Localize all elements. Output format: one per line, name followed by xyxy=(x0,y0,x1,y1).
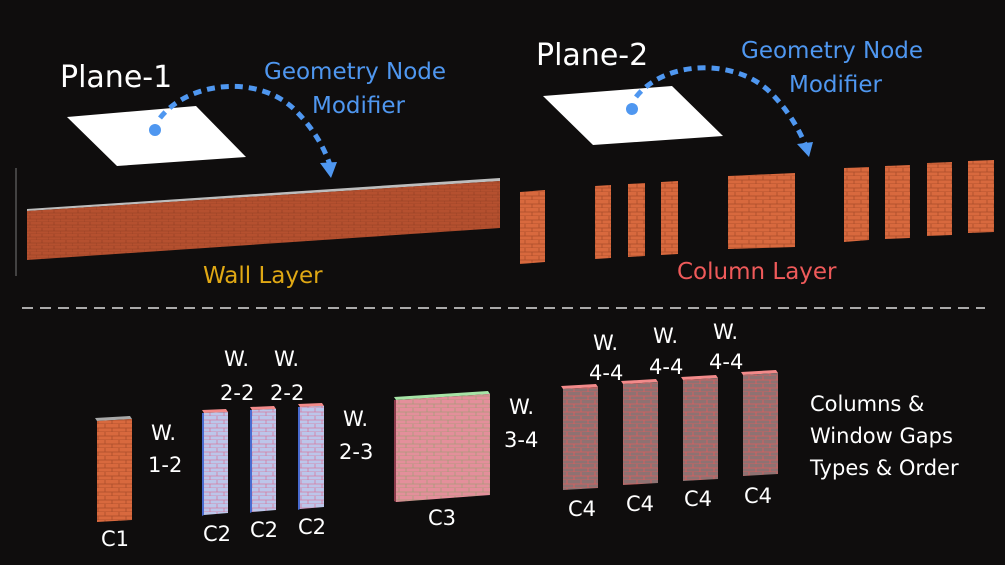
column-layer-piece xyxy=(628,183,645,257)
gap-3-4-line1: W. xyxy=(509,395,534,419)
column-label-c4-b: C4 xyxy=(626,492,654,516)
column-c4-shape xyxy=(683,378,718,481)
column-label-c2-a: C2 xyxy=(203,522,231,546)
column-label-c2-b: C2 xyxy=(250,518,278,542)
gap-2-3-line1: W. xyxy=(343,407,368,431)
column-label-c4-a: C4 xyxy=(568,497,596,521)
modifier-1-line2: Modifier xyxy=(312,93,406,119)
column-layer-piece xyxy=(728,173,795,249)
gap-2-2-b-line2: 2-2 xyxy=(270,381,304,405)
plane-2-shape xyxy=(543,86,723,145)
gap-4-4-a-line2: 4-4 xyxy=(589,361,623,385)
column-layer-piece xyxy=(520,190,545,264)
column-label-c4-d: C4 xyxy=(744,484,772,508)
gap-4-4-c-line1: W. xyxy=(713,320,738,344)
column-c2-top xyxy=(202,409,228,413)
column-c4-top xyxy=(681,375,718,380)
modifier-arrow-1-head xyxy=(320,162,337,178)
gap-1-2-line1: W. xyxy=(151,421,176,445)
wall-layer-label: Wall Layer xyxy=(203,263,323,289)
column-c2-side xyxy=(298,407,300,510)
column-c2-top xyxy=(250,406,276,410)
column-c2-top xyxy=(298,403,324,407)
caption-line2: Window Gaps xyxy=(810,424,953,448)
plane-1-label: Plane-1 xyxy=(60,60,172,95)
column-c4-shape xyxy=(563,387,598,490)
column-c2-shape xyxy=(204,412,228,515)
gap-4-4-b-line2: 4-4 xyxy=(649,355,683,379)
column-c2-shape xyxy=(300,406,324,509)
caption-line1: Columns & xyxy=(810,392,924,416)
column-layer-piece xyxy=(885,165,910,239)
column-layer-piece xyxy=(927,162,952,236)
gap-4-4-c-line2: 4-4 xyxy=(709,350,743,374)
column-c4-top xyxy=(621,379,658,384)
gap-4-4-b-line1: W. xyxy=(653,324,678,348)
column-c3-side xyxy=(394,400,396,502)
caption-line3: Types & Order xyxy=(809,456,959,480)
plane-2-label: Plane-2 xyxy=(536,38,648,73)
column-label-c2-c: C2 xyxy=(298,515,326,539)
modifier-arrow-2-head xyxy=(797,142,813,157)
column-layer-piece xyxy=(661,181,678,255)
plane-2-origin-dot xyxy=(626,103,638,115)
column-c2-side xyxy=(202,413,204,516)
modifier-2-line2: Modifier xyxy=(789,72,883,98)
plane-1-shape xyxy=(67,106,246,166)
column-label-c4-c: C4 xyxy=(684,487,712,511)
column-layer-piece xyxy=(595,185,611,259)
column-c3-shape xyxy=(396,394,490,502)
column-layer-shapes xyxy=(520,160,994,264)
gap-1-2-line2: 1-2 xyxy=(148,453,182,477)
column-c4-top xyxy=(561,384,598,389)
modifier-1-line1: Geometry Node xyxy=(264,59,446,85)
wall-layer-shape xyxy=(27,181,500,260)
column-layer-piece xyxy=(968,160,994,233)
column-label-c3: C3 xyxy=(428,506,456,530)
column-c4-top xyxy=(741,370,778,375)
column-c1-shape xyxy=(97,419,132,522)
column-c4-shape xyxy=(623,382,658,485)
column-c4-shape xyxy=(743,373,778,476)
gap-2-2-a-line2: 2-2 xyxy=(220,381,254,405)
gap-3-4-line2: 3-4 xyxy=(504,428,538,452)
column-layer-label: Column Layer xyxy=(677,259,837,285)
plane-1-origin-dot xyxy=(149,124,161,136)
gap-2-2-b-line1: W. xyxy=(274,347,299,371)
column-c1-top xyxy=(95,416,132,421)
gap-4-4-a-line1: W. xyxy=(593,331,618,355)
modifier-2-line1: Geometry Node xyxy=(741,38,923,64)
column-c3-top xyxy=(394,391,490,400)
column-c2-shape xyxy=(252,409,276,512)
column-label-c1: C1 xyxy=(101,527,129,551)
column-c2-side xyxy=(250,410,252,513)
gap-2-3-line2: 2-3 xyxy=(339,440,373,464)
column-layer-piece xyxy=(844,167,869,242)
wall-top-edge xyxy=(27,178,500,211)
gap-2-2-a-line1: W. xyxy=(224,347,249,371)
